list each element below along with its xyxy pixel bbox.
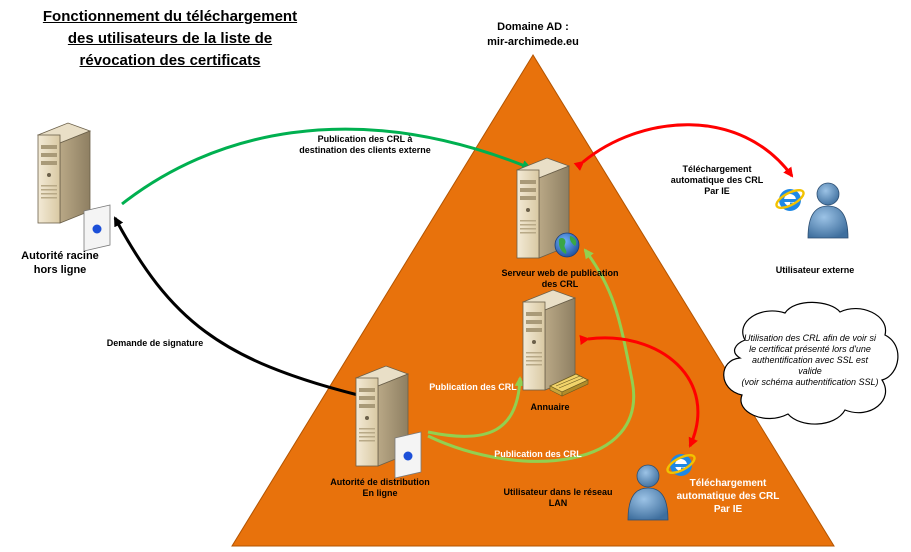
cloud-text: Utilisation des CRL afin de voir si le c…: [735, 333, 885, 388]
web-server-label-line-1: Serveur web de publication: [501, 268, 619, 278]
signature-request-label: Demande de signature: [90, 338, 220, 349]
issuing-ca-label-line-1: Autorité de distribution: [330, 477, 430, 487]
root-ca-certificate-icon: [83, 204, 111, 252]
download-lan-label-line-1: Téléchargement: [689, 478, 767, 489]
domain-label-line-2: mir-archimede.eu: [487, 36, 579, 48]
publish-external-label-line-2: destination des clients externe: [299, 145, 431, 155]
globe-icon: [554, 232, 580, 258]
directory-label-text: Annuaire: [530, 402, 570, 412]
web-server-label: Serveur web de publication des CRL: [480, 268, 640, 290]
publish-web-label-text: Publication des CRL: [494, 449, 582, 459]
download-lan-label-line-2: automatique des CRL: [676, 491, 780, 502]
publish-external-label: Publication des CRL à destination des cl…: [290, 134, 440, 156]
arrow-download-external: [573, 123, 794, 178]
arrow-download-lan: [579, 335, 700, 448]
cloud-text-line-4: valide: [798, 366, 822, 376]
cloud-text-line-3: authentification avec SSL est: [752, 355, 868, 365]
publish-web-label: Publication des CRL: [488, 449, 588, 460]
root-ca-label-line-2: hors ligne: [33, 264, 87, 276]
diagram-title: Fonctionnement du téléchargement des uti…: [20, 6, 320, 72]
external-user-label-text: Utilisateur externe: [775, 265, 855, 275]
publish-external-label-line-1: Publication des CRL à: [317, 134, 413, 144]
domain-label-line-1: Domaine AD :: [497, 21, 569, 33]
signature-request-label-text: Demande de signature: [106, 338, 204, 348]
domain-label: Domaine AD : mir-archimede.eu: [468, 20, 598, 50]
publish-directory-label: Publication des CRL: [428, 382, 518, 393]
cloud-text-line-5: (voir schéma authentification SSL): [741, 377, 879, 387]
directory-server-icon: [522, 289, 576, 391]
root-ca-label-line-1: Autorité racine: [21, 250, 99, 262]
download-external-label-line-2: automatique des CRL: [670, 175, 764, 185]
lan-user-label-line-1: Utilisateur dans le réseau: [503, 487, 613, 497]
cloud-callout: [723, 301, 899, 425]
directory-label: Annuaire: [520, 402, 580, 413]
cloud-text-line-1: Utilisation des CRL afin de voir si: [744, 333, 876, 343]
download-external-label: Téléchargement automatique des CRL Par I…: [662, 164, 772, 197]
cloud-text-line-2: le certificat présenté lors d'une: [749, 344, 871, 354]
title-line-3: révocation des certificats: [79, 52, 261, 69]
web-server-label-line-2: des CRL: [541, 279, 579, 289]
lan-user-label: Utilisateur dans le réseau LAN: [498, 487, 618, 509]
download-external-label-line-1: Téléchargement: [682, 164, 752, 174]
root-ca-server-icon: [37, 122, 91, 224]
arrow-publish-directory: [427, 376, 525, 438]
download-lan-label: Téléchargement automatique des CRL Par I…: [668, 477, 788, 516]
title-line-2: des utilisateurs de la liste de: [67, 30, 273, 47]
title-line-1: Fonctionnement du téléchargement: [42, 8, 298, 25]
publish-directory-label-text: Publication des CRL: [429, 382, 517, 392]
internet-explorer-icon: [772, 185, 808, 213]
issuing-ca-label: Autorité de distribution En ligne: [315, 477, 445, 499]
directory-book-icon: [549, 373, 589, 397]
issuing-ca-label-line-2: En ligne: [362, 488, 398, 498]
lan-user-label-line-2: LAN: [548, 498, 568, 508]
arrow-publish-external: [121, 127, 532, 206]
external-user-icon: [807, 182, 849, 239]
arrow-signature-request: [113, 216, 359, 397]
download-lan-label-line-3: Par IE: [713, 504, 743, 515]
issuing-ca-certificate-icon: [394, 431, 422, 479]
external-user-label: Utilisateur externe: [765, 265, 865, 276]
download-external-label-line-3: Par IE: [704, 186, 730, 196]
root-ca-label: Autorité racine hors ligne: [10, 249, 110, 277]
